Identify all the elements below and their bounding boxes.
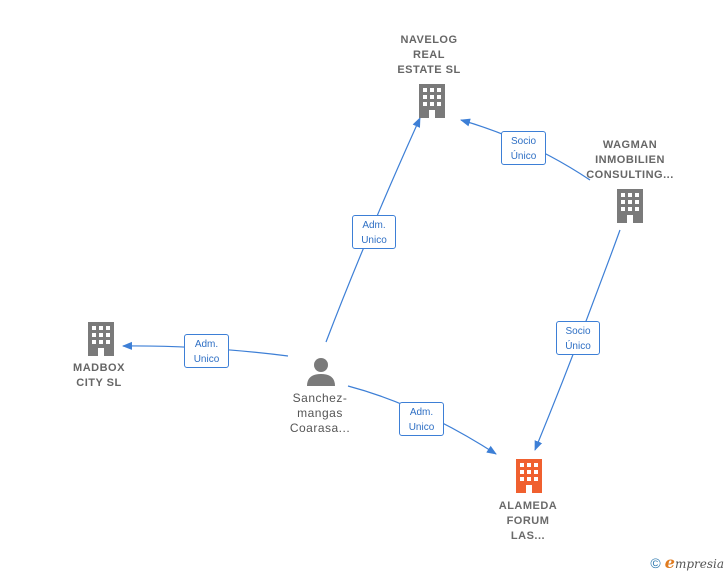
empresia-watermark: ©empresia	[650, 553, 724, 572]
edge-label-wagman-navelog: Socio Único	[501, 131, 546, 165]
sanchez-person-icon[interactable]	[305, 355, 337, 387]
edge-label-sanchez-madbox: Adm. Unico	[184, 334, 229, 368]
madbox-building-icon[interactable]	[86, 322, 116, 356]
sanchez-label[interactable]: Sanchez- mangas Coarasa...	[289, 391, 351, 435]
edge-label-sanchez-navelog: Adm. Unico	[352, 215, 396, 249]
wagman-label[interactable]: WAGMAN INMOBILIEN CONSULTING...	[586, 139, 674, 181]
edge-label-sanchez-alameda: Adm. Unico	[399, 402, 444, 436]
navelog-label[interactable]: NAVELOG REAL ESTATE SL	[397, 34, 461, 76]
madbox-label[interactable]: MADBOX CITY SL	[73, 362, 125, 389]
brand-logo: empresia	[664, 553, 724, 572]
alameda-label[interactable]: ALAMEDA FORUM LAS...	[498, 500, 558, 542]
wagman-building-icon[interactable]	[615, 189, 645, 223]
copyright-icon: ©	[650, 555, 661, 571]
navelog-building-icon[interactable]	[417, 84, 447, 118]
alameda-building-icon[interactable]	[514, 459, 544, 493]
edge-label-wagman-alameda: Socio Único	[556, 321, 600, 355]
